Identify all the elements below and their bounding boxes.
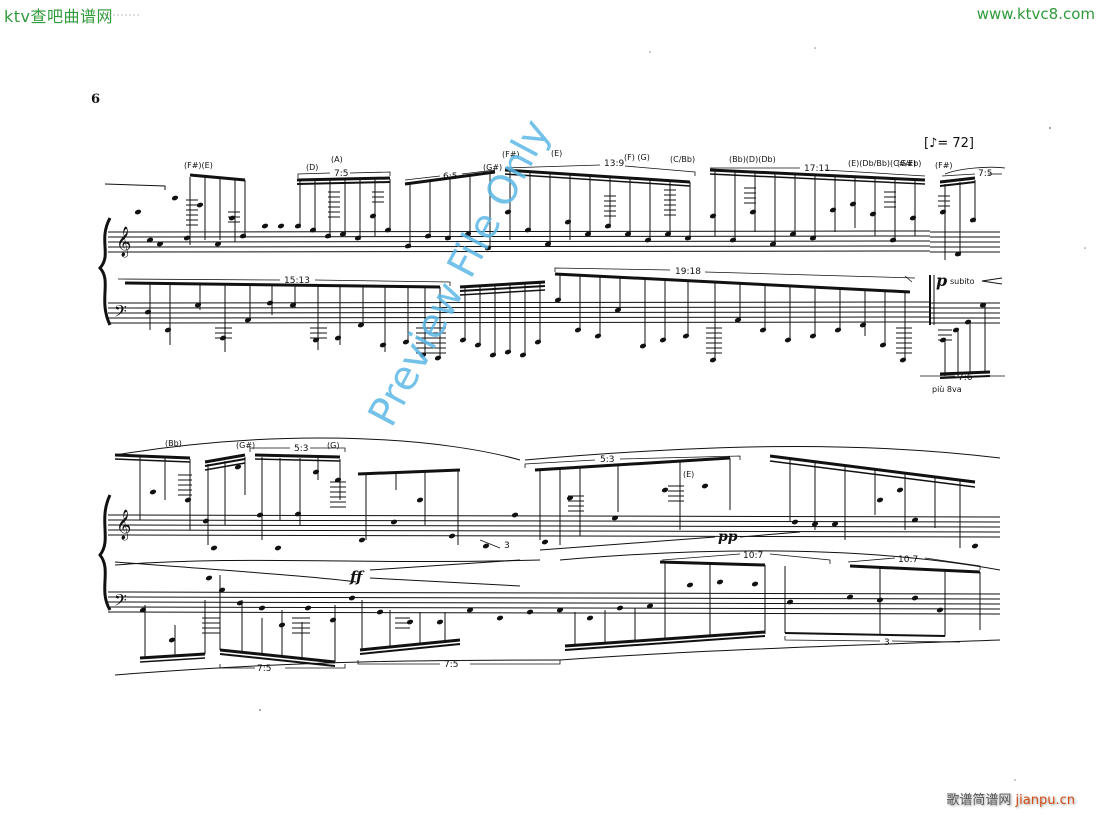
tuplet-ratio: 7:5 (978, 169, 992, 179)
pitch-annotation: (E) (551, 149, 562, 158)
pitch-annotation: (F#) (502, 150, 520, 159)
bass-ledger-lines-2 (202, 617, 410, 634)
page-number: 6 (91, 92, 101, 107)
footer-site-en: jianpu.cn (1015, 793, 1075, 808)
bass-ledger-lines-1 (215, 327, 952, 354)
decrescendo-hairpin-icon (539, 536, 716, 551)
footer-site-cn: 歌谱简谱网 (946, 793, 1012, 808)
pitch-annotation: (D) (306, 163, 318, 172)
tuplet-ratio: 6:5 (443, 172, 457, 182)
dynamic-marking-pp: pp (718, 529, 738, 545)
pitch-annotation: (G#) (897, 159, 916, 168)
ledger-lines-2 (178, 474, 684, 512)
dynamic-marking: p (936, 271, 947, 290)
pitch-annotation: (G#) (236, 441, 255, 450)
decrescendo-hairpin-icon (981, 277, 1003, 285)
pitch-annotation: (A) (331, 155, 343, 164)
treble-clef-icon: 𝄞 (116, 509, 131, 541)
crescendo-hairpin-icon (369, 559, 521, 571)
tuplet-ratio: 10:7 (898, 555, 918, 565)
pitch-annotation: (Bb) (165, 439, 182, 448)
tuplet-ratio: 7:6 (958, 373, 973, 383)
brace-icon (98, 494, 112, 611)
bass-clef-icon: 𝄢 (114, 301, 127, 325)
pitch-annotation: (F) (G) (624, 153, 650, 162)
bass-clef-icon: 𝄢 (114, 590, 127, 614)
footer-watermark: 歌谱简谱网 jianpu.cn (946, 789, 1075, 808)
treble-clef-icon: 𝄞 (116, 226, 131, 258)
pitch-annotation: (C/Bb) (670, 155, 695, 164)
brace-icon (97, 217, 112, 326)
tuplet-ratio: 7:5 (334, 169, 348, 179)
pitch-annotation: (F#)(E) (184, 161, 213, 170)
dynamic-text: subito (950, 277, 975, 286)
pitch-annotation: (G) (327, 441, 339, 450)
tuplet-ratio: 15:13 (284, 276, 310, 286)
tuplet-ratio: 13:9 (604, 159, 624, 169)
site-logo-left: ktv查吧曲谱网 (4, 7, 114, 26)
bass-staff-1 (107, 301, 1000, 324)
pitch-annotation: (F#) (935, 161, 953, 170)
tuplet-ratio: 17:11 (804, 164, 830, 174)
system-2: 𝄞 𝄢 (98, 437, 1001, 676)
tuplet-ratio: 5:3 (294, 444, 308, 454)
tuplet-ratio: 7:5 (444, 660, 458, 670)
pitch-annotation: (Bb)(D)(Db) (729, 155, 776, 164)
tuplet-ratio: 7:5 (257, 664, 271, 674)
dynamic-marking-ff: ff (349, 568, 365, 586)
pitch-annotation: (E) (683, 470, 694, 479)
tuplet-ratio: 3 (884, 638, 890, 648)
ottava-marking: più 8va (932, 385, 962, 394)
tempo-marking: [♪= 72] (924, 136, 975, 151)
tuplet-ratio: 10:7 (743, 551, 763, 561)
pitch-annotation: (G#) (483, 163, 502, 172)
treble-staff-2 (107, 514, 1001, 538)
pitch-annotation: (E)(Db/Bb)(C#/Eb) (848, 159, 921, 168)
ledger-lines-1 (186, 187, 950, 226)
tuplet-ratio: 19:18 (675, 267, 701, 277)
treble-notes-1 (134, 194, 977, 258)
system-1: 𝄞 𝄢 (97, 149, 1006, 394)
tuplet-ratio: 3 (504, 541, 510, 551)
tuplet-ratio: 5:3 (600, 455, 614, 465)
treble-notes-2 (149, 463, 979, 552)
site-url-right: www.ktvc8.com (976, 5, 1095, 23)
